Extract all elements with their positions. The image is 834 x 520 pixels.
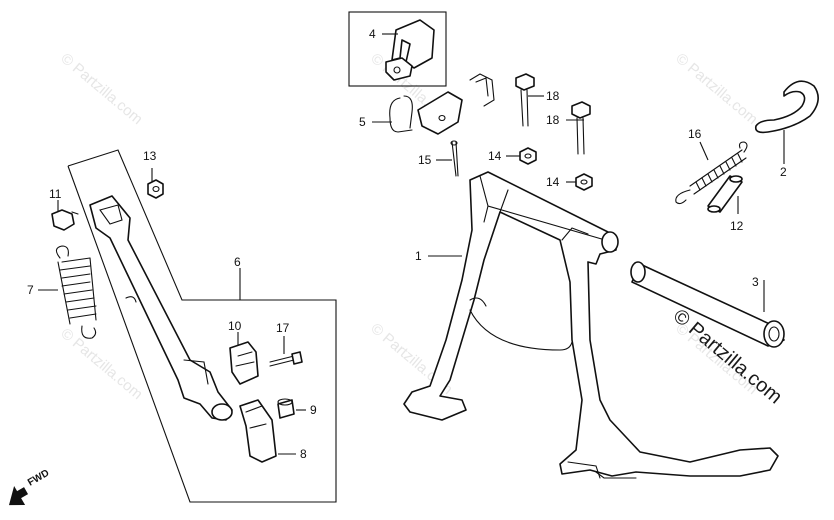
callout-11: 11 bbox=[49, 187, 62, 201]
nut-14-part bbox=[519, 147, 537, 165]
callout-4: 4 bbox=[369, 27, 376, 41]
collar-12-part bbox=[707, 175, 743, 213]
callout-18: 18 bbox=[546, 113, 560, 127]
callout-18: 18 bbox=[546, 89, 560, 103]
plate-2-part bbox=[754, 80, 819, 134]
callout-13: 13 bbox=[143, 149, 157, 163]
callout-10: 10 bbox=[228, 319, 242, 333]
collar-9-part bbox=[277, 398, 295, 419]
side-stand-part bbox=[89, 195, 233, 421]
callout-16: 16 bbox=[688, 127, 702, 141]
fwd-arrow-icon bbox=[8, 485, 29, 506]
watermark: © Partzilla.com bbox=[57, 325, 145, 403]
clamp-group-outline bbox=[348, 11, 447, 87]
callout-15: 15 bbox=[418, 153, 432, 167]
spring-16-part bbox=[675, 141, 748, 205]
spring-7-part bbox=[55, 245, 97, 339]
bolt-18-part bbox=[515, 73, 535, 127]
callout-14: 14 bbox=[546, 175, 560, 189]
callout-5: 5 bbox=[359, 115, 366, 129]
callout-2: 2 bbox=[780, 165, 787, 179]
callout-9: 9 bbox=[310, 403, 317, 417]
bolt-17-part bbox=[269, 351, 303, 367]
nut-13-part bbox=[147, 179, 164, 199]
bracket-10-part bbox=[229, 341, 259, 385]
callout-6: 6 bbox=[234, 255, 241, 269]
bolt-11-part bbox=[51, 209, 79, 231]
pin-15-part bbox=[450, 140, 459, 177]
callout-7: 7 bbox=[27, 283, 34, 297]
side-stand-group-outline bbox=[67, 149, 337, 503]
callout-3: 3 bbox=[752, 275, 759, 289]
clamp-4-part bbox=[385, 19, 435, 81]
callout-8: 8 bbox=[300, 447, 307, 461]
fwd-label: FWD bbox=[26, 468, 51, 489]
bracket-5-part bbox=[389, 73, 495, 135]
nut-14-part bbox=[575, 173, 593, 191]
callout-14: 14 bbox=[488, 149, 502, 163]
bracket-8-part bbox=[239, 399, 277, 463]
leader-lines bbox=[38, 33, 785, 455]
bolt-18-part bbox=[571, 101, 591, 155]
shaft-3-part bbox=[630, 261, 785, 348]
callout-17: 17 bbox=[276, 321, 290, 335]
main-stand-part bbox=[403, 171, 779, 479]
watermark: © Partzilla.com bbox=[57, 50, 145, 128]
callout-12: 12 bbox=[730, 219, 744, 233]
callout-1: 1 bbox=[415, 249, 422, 263]
watermark: © Partzilla.com bbox=[672, 50, 760, 128]
